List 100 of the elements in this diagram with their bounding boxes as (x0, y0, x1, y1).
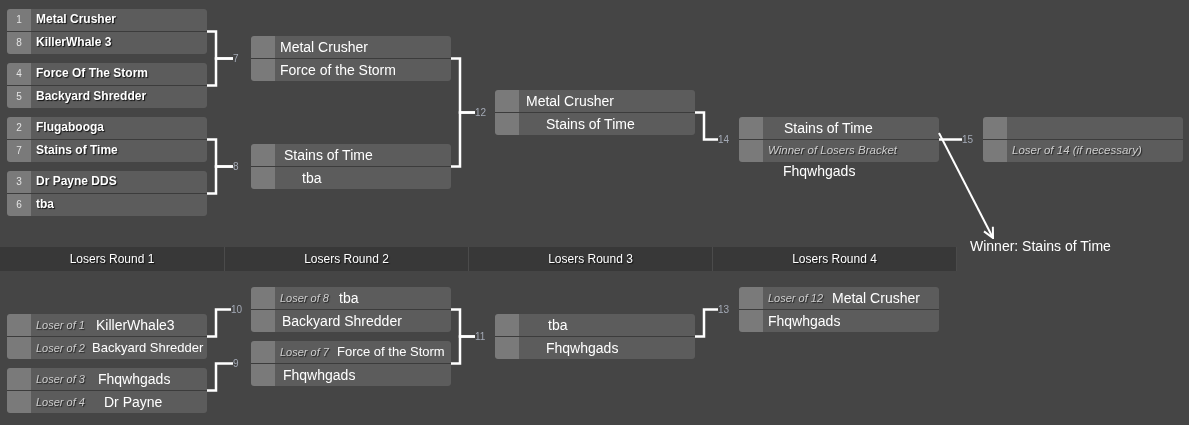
match-number: 7 (233, 52, 239, 65)
team-slot (495, 90, 695, 112)
bracket-line (207, 57, 233, 87)
team-slot (251, 144, 451, 166)
team-slot (7, 9, 207, 31)
team-name: Dr Payne DDS (36, 175, 117, 189)
bracket-line (451, 335, 475, 365)
bracket-line (695, 308, 718, 338)
team-slot (739, 310, 939, 332)
team-slot (983, 140, 1183, 162)
team-slot (251, 287, 451, 309)
bracket-line (207, 308, 231, 338)
round-header: Losers Round 1 (0, 247, 225, 271)
team-name: Dr Payne (104, 393, 163, 411)
team-name: KillerWhale3 (96, 316, 175, 334)
seed-number: 1 (16, 14, 22, 26)
team-slot (7, 140, 207, 162)
match-box (7, 117, 207, 162)
source-label: Loser of 12 (768, 291, 824, 305)
team-name: tba (302, 169, 322, 187)
placeholder-label: Winner of Losers Bracket (768, 144, 897, 158)
match-number: 14 (718, 133, 730, 146)
match-box (251, 36, 451, 81)
team-name: Stains of Time (784, 119, 873, 137)
team-slot (739, 117, 939, 139)
team-name: Stains of Time (36, 144, 118, 158)
team-slot (251, 167, 451, 189)
team-name: Force Of The Storm (36, 67, 148, 81)
match-box (251, 341, 451, 386)
team-name: Fhqwhgads (98, 370, 171, 388)
team-name: Metal Crusher (280, 38, 368, 56)
team-slot (7, 391, 207, 413)
match-box (251, 287, 451, 332)
seed-number: 4 (16, 68, 22, 80)
placeholder-label: Loser of 14 (if necessary) (1012, 144, 1142, 158)
source-label: Loser of 1 (36, 318, 85, 332)
team-name: Metal Crusher (36, 13, 117, 27)
seed-number: 6 (16, 199, 22, 211)
match-box (7, 314, 207, 359)
match-box (7, 368, 207, 413)
bracket-line (207, 362, 233, 392)
team-name: Backyard Shredder (36, 90, 147, 104)
team-name: tba (36, 198, 54, 212)
match-number: 8 (233, 160, 239, 173)
team-name: KillerWhale 3 (36, 36, 112, 50)
bracket-line (695, 111, 718, 141)
source-label: Loser of 7 (280, 345, 329, 359)
team-name: Metal Crusher (526, 92, 614, 110)
match-number: 9 (233, 357, 239, 370)
team-slot (251, 59, 451, 81)
team-slot (251, 364, 451, 386)
match-box (739, 287, 939, 332)
team-slot (7, 32, 207, 54)
team-slot (495, 113, 695, 135)
team-slot (7, 171, 207, 193)
match-box (7, 63, 207, 108)
match-box (983, 117, 1183, 162)
seed-number: 3 (16, 176, 22, 188)
team-slot (7, 117, 207, 139)
team-slot (7, 194, 207, 216)
team-name: Fhqwhgads (283, 366, 356, 384)
team-slot (251, 310, 451, 332)
match-number: 13 (718, 303, 730, 316)
match-number: 12 (475, 106, 487, 119)
team-slot (495, 314, 695, 336)
team-name: Force of the Storm (280, 61, 396, 79)
team-slot (983, 117, 1183, 139)
source-label: Loser of 4 (36, 395, 85, 409)
team-name: Flugabooga (36, 121, 104, 135)
match-number: 11 (475, 330, 486, 343)
team-name: Backyard Shredder (282, 312, 402, 330)
seed-number: 8 (16, 37, 22, 49)
team-name: Fhqwhgads (546, 339, 619, 357)
source-label: Loser of 2 (36, 341, 85, 355)
team-slot (7, 63, 207, 85)
seed-number: 2 (16, 122, 22, 134)
team-slot (495, 337, 695, 359)
bracket-line (207, 165, 233, 195)
team-slot (251, 36, 451, 58)
match-box (251, 144, 451, 189)
team-slot (7, 368, 207, 390)
match-box (495, 314, 695, 359)
team-name: Fhqwhgads (768, 312, 841, 330)
team-name: Force of the Storm (337, 344, 445, 360)
bracket-line (451, 111, 475, 168)
match-number: 10 (231, 303, 243, 316)
team-name: Stains of Time (546, 115, 635, 133)
team-name: tba (548, 316, 568, 334)
team-name: tba (339, 289, 359, 307)
round-header: Losers Round 3 (469, 247, 713, 271)
arrow (938, 132, 994, 239)
match-box (495, 90, 695, 135)
team-slot (251, 341, 451, 363)
team-name: Metal Crusher (832, 289, 920, 307)
team-name: Fhqwhgads (783, 163, 856, 180)
seed-number: 5 (16, 91, 22, 103)
team-slot (7, 86, 207, 108)
match-box (7, 9, 207, 54)
team-slot (739, 287, 939, 309)
match-number: 15 (962, 133, 974, 146)
